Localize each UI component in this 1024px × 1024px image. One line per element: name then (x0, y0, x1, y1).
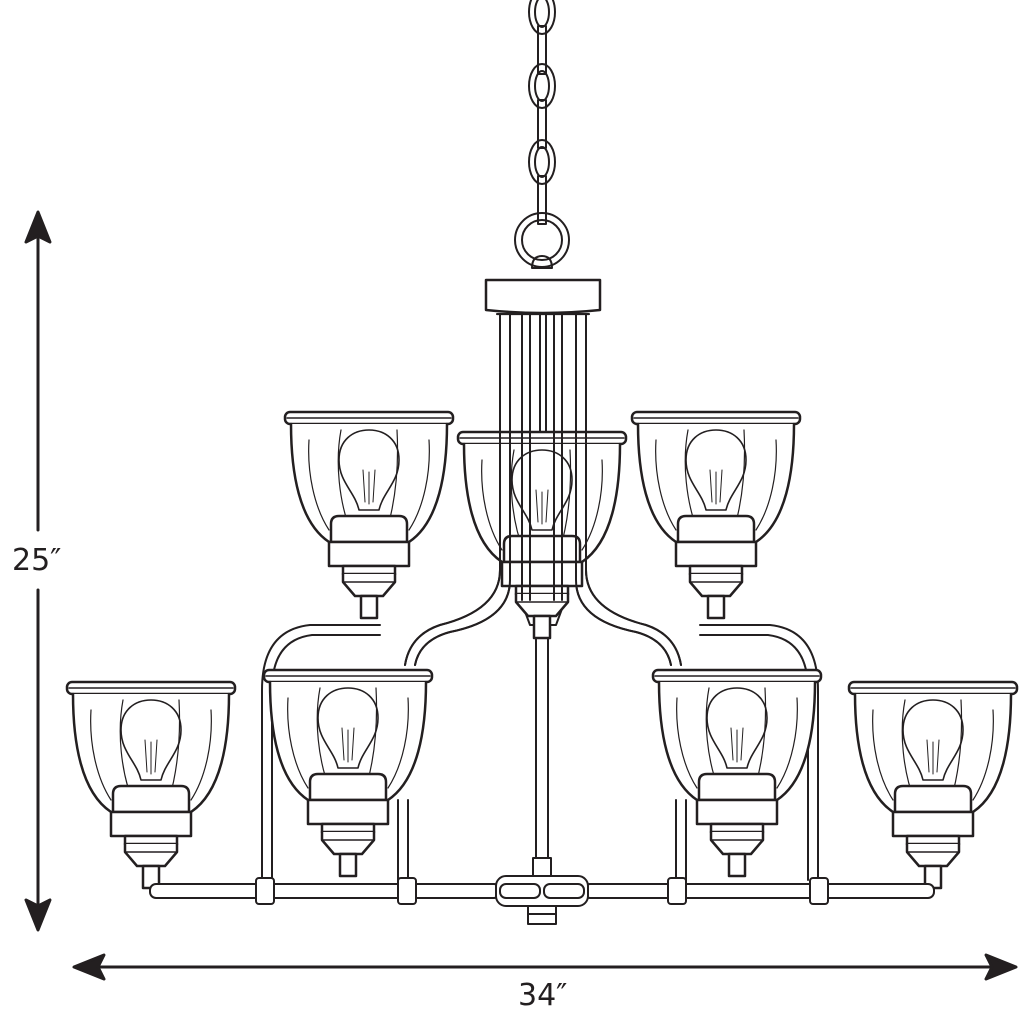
bottom-arm-bar (149, 875, 935, 925)
width-dimension-arrow (72, 953, 1018, 981)
height-dimension-label: 25″ (12, 543, 62, 578)
lower-shade-right (651, 668, 823, 878)
lower-rods (397, 799, 687, 883)
upper-shade-right (630, 410, 802, 620)
lower-shade-far-right (847, 680, 1019, 890)
width-dimension-label: 34″ (518, 978, 568, 1013)
chain (514, 0, 570, 269)
height-dimension-arrow (24, 210, 52, 932)
lower-shade-left (262, 668, 434, 878)
upper-shade-center (456, 430, 628, 640)
upper-shade-left (283, 410, 455, 620)
lower-shade-far-left (65, 680, 237, 890)
canopy (484, 278, 602, 315)
